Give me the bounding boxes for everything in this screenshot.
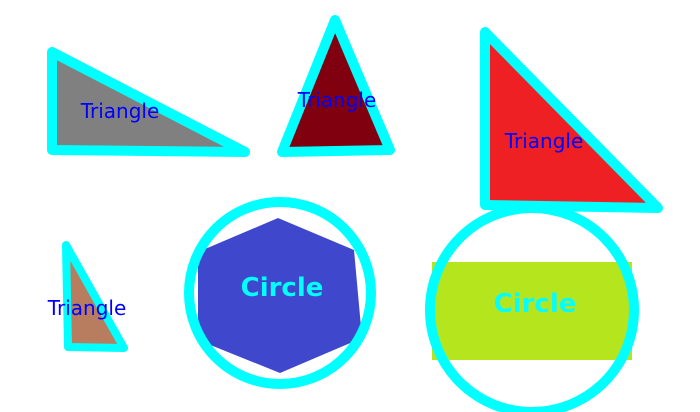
- triangle-1-fill: [47, 47, 250, 157]
- circle-shape-2: Circle: [425, 203, 639, 412]
- circle-2-outline: [425, 203, 639, 412]
- circle-1-hexagon-fill: [198, 218, 362, 373]
- circle-1-outline: [184, 197, 376, 389]
- circle-1-label: Circle: [241, 273, 324, 303]
- triangle-4-fill: [62, 241, 128, 352]
- circle-2-label: Circle: [494, 289, 577, 319]
- circle-shape-1: Circle: [184, 197, 376, 389]
- triangle-2-label: Triangle: [297, 88, 377, 112]
- triangle-shape-2: Triangle: [277, 15, 395, 157]
- circle-2-band-fill: [432, 262, 632, 360]
- triangle-2-fill: [277, 15, 395, 157]
- triangle-shape-3: Triangle: [480, 27, 663, 213]
- triangle-shape-1: Triangle: [47, 47, 250, 157]
- triangle-4-label: Triangle: [47, 296, 127, 320]
- triangle-1-label: Triangle: [80, 99, 160, 123]
- triangle-3-label: Triangle: [504, 129, 584, 153]
- triangle-3-fill: [480, 27, 663, 213]
- triangle-shape-4: Triangle: [47, 241, 128, 352]
